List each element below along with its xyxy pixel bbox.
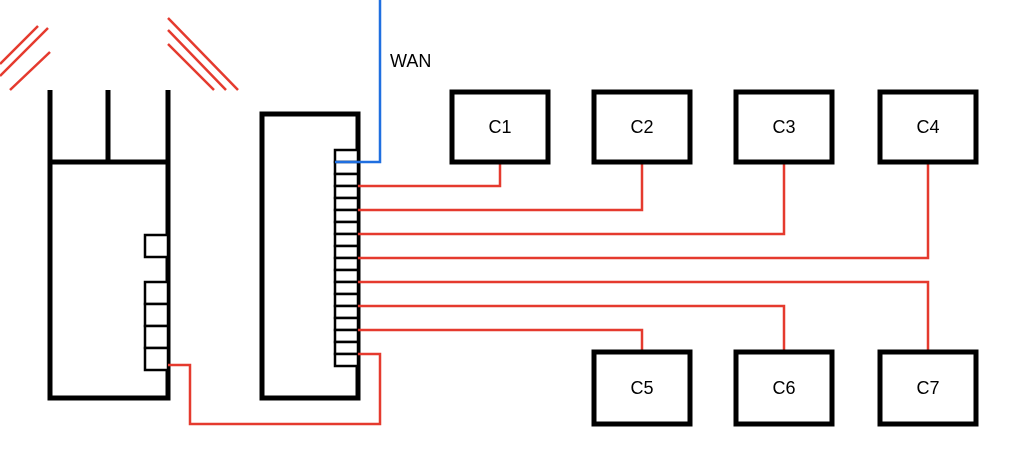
switch-port xyxy=(333,316,360,332)
switch-port xyxy=(333,280,360,296)
cable-to-c6 xyxy=(358,304,786,352)
switch-port xyxy=(333,244,360,260)
client-box xyxy=(733,349,835,427)
client-c2: C2 xyxy=(591,89,693,165)
switch-port xyxy=(333,148,360,164)
client-label: C1 xyxy=(488,117,511,137)
switch-port xyxy=(333,184,360,200)
client-c7: C7 xyxy=(877,349,979,427)
client-box xyxy=(591,89,693,165)
client-label: C6 xyxy=(772,378,795,398)
switch-port xyxy=(333,340,360,356)
network-switch xyxy=(259,111,361,401)
router-port xyxy=(143,233,170,259)
cable-to-c2 xyxy=(358,162,644,212)
router-port xyxy=(143,324,170,350)
router-port xyxy=(143,302,170,328)
switch-port xyxy=(333,328,360,344)
client-c6: C6 xyxy=(733,349,835,427)
router-ports xyxy=(143,233,170,372)
switch-port xyxy=(333,268,360,284)
router-port xyxy=(143,280,170,306)
cable-to-c4 xyxy=(358,162,930,260)
router-antennas xyxy=(47,90,171,162)
client-box xyxy=(877,349,979,427)
switch-port xyxy=(333,172,360,188)
client-box xyxy=(877,89,979,165)
lan-cables xyxy=(168,162,930,426)
wan-label: WAN xyxy=(390,51,431,71)
client-label: C7 xyxy=(916,378,939,398)
client-box xyxy=(449,89,551,165)
switch-ports xyxy=(333,148,360,368)
switch-port xyxy=(333,232,360,248)
switch-port xyxy=(333,220,360,236)
client-c1: C1 xyxy=(449,89,551,165)
switch-port xyxy=(333,160,360,176)
wan-cable xyxy=(335,0,382,164)
client-box xyxy=(591,349,693,427)
client-c5: C5 xyxy=(591,349,693,427)
switch-port xyxy=(333,292,360,308)
cable-to-c5 xyxy=(358,328,644,352)
switch-port xyxy=(333,352,360,368)
client-box xyxy=(733,89,835,165)
switch-port xyxy=(333,304,360,320)
cable-to-c1 xyxy=(358,162,502,188)
wifi-signal-right-icon xyxy=(167,17,239,91)
client-label: C2 xyxy=(630,117,653,137)
client-c4: C4 xyxy=(877,89,979,165)
cable-router-to-switch xyxy=(168,352,382,426)
wireless-router xyxy=(0,17,239,401)
client-c3: C3 xyxy=(733,89,835,165)
switch-port xyxy=(333,196,360,212)
switch-port xyxy=(333,208,360,224)
cable-to-c3 xyxy=(358,162,786,236)
wifi-signal-left-icon xyxy=(0,25,51,91)
router-port xyxy=(143,346,170,372)
client-label: C3 xyxy=(772,117,795,137)
cable-to-c7 xyxy=(358,280,930,352)
client-label: C5 xyxy=(630,378,653,398)
switch-port xyxy=(333,256,360,272)
client-label: C4 xyxy=(916,117,939,137)
